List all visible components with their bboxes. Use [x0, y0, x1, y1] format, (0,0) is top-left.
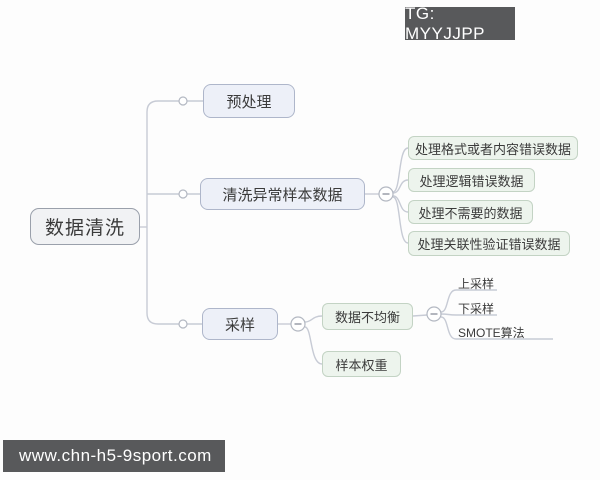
website-watermark-bar: www.chn-h5-9sport.com [3, 440, 225, 472]
node-root[interactable]: 数据清洗 [30, 208, 140, 245]
node-fix-format-content-errors[interactable]: 处理格式或者内容错误数据 [408, 136, 578, 160]
connector-downsample [440, 313, 497, 316]
collapse-minus-icon[interactable] [378, 186, 394, 202]
connector-clean-child-1 [392, 147, 409, 193]
collapse-dot-icon[interactable] [178, 96, 188, 106]
node-clean-abnormal-samples[interactable]: 清洗异常样本数据 [200, 178, 365, 210]
collapse-minus-icon[interactable] [290, 316, 306, 332]
connector-imbalance-out [412, 314, 428, 317]
connector-clean-child-3 [392, 195, 409, 213]
node-sampling[interactable]: 采样 [202, 308, 278, 340]
node-sample-weight[interactable]: 样本权重 [322, 351, 401, 377]
node-preprocess[interactable]: 预处理 [203, 84, 295, 118]
connector-smote [440, 316, 553, 340]
connector-weight [304, 326, 323, 365]
node-fix-logic-errors[interactable]: 处理逻辑错误数据 [408, 168, 535, 192]
node-upsampling[interactable]: 上采样 [458, 277, 495, 291]
connector-preprocess [146, 100, 203, 227]
connector-imbalance [304, 315, 323, 323]
node-downsampling[interactable]: 下采样 [458, 302, 495, 316]
node-remove-unneeded-data[interactable]: 处理不需要的数据 [408, 200, 533, 224]
tg-watermark-badge: TG: MYYJJPP [405, 4, 515, 43]
collapse-dot-icon[interactable] [178, 319, 188, 329]
node-fix-relational-validation-errors[interactable]: 处理关联性验证错误数据 [408, 231, 570, 256]
collapse-dot-icon[interactable] [178, 189, 188, 199]
connector-sampling [146, 227, 202, 325]
collapse-minus-icon[interactable] [426, 306, 442, 322]
connector-clean-child-4 [392, 196, 409, 244]
node-data-imbalance[interactable]: 数据不均衡 [322, 303, 413, 330]
connector-upsample [440, 289, 497, 313]
connector-clean-child-2 [392, 179, 409, 194]
node-smote-algorithm[interactable]: SMOTE算法 [458, 326, 525, 340]
